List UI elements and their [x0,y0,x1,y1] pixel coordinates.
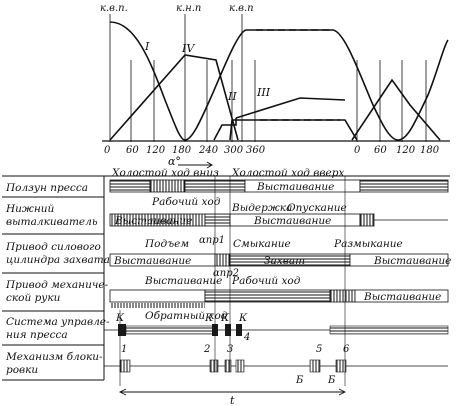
tick-180: 180 [172,145,192,156]
seg-arm-dwell: Выстаивание [144,275,222,287]
tick-0: 0 [104,145,111,156]
seg-arm-alpha2: αпр2 [213,268,239,279]
tick-360: 360 [246,145,266,156]
row-label-arm-1: Привод механиче- [5,279,109,291]
curve-arm [235,97,346,119]
alpha-arrow [178,161,213,169]
row-label-control-1: Система управле- [6,316,110,328]
seg-gripper-alpha1: αпр1 [199,235,225,246]
seg-control-k2: К [204,312,214,324]
row-slider: Холостой ход вниз Рабочий ход Холостой х… [109,167,449,208]
row-labels: Ползун пресса Нижний выталкиватель Приво… [2,175,450,381]
seg-gripper-dwell: Выстаивание [113,255,191,267]
seg-gripper-dwell2: Выстаивание [373,255,451,267]
seg-gripper-close: Смыкание [233,238,291,250]
lock-b2: Б [327,375,336,386]
lock-b1: Б [295,375,304,386]
lock-4: 4 [243,332,250,343]
motion-graph: к.в.п. к.н.п к.в.п [100,3,450,169]
row-label-slider: Ползун пресса [5,182,88,194]
alpha-label: α° [168,155,181,168]
lock-5: 5 [316,344,322,355]
row-lock: 1 2 3 4 5 6 Б Б [104,332,448,386]
seg-arm-dwell2: Выстаивание [363,291,441,303]
row-label-control-2: ния пресса [6,329,68,341]
seg-gripper-grip: Захват [264,255,305,267]
row-ejector: Выстаивание Выдержка Опускание Выстаиван… [109,202,448,227]
row-label-gripper-1: Привод силового [5,241,101,253]
tick-120: 120 [146,145,166,156]
row-label-lock-2: ровки [6,364,38,376]
seg-slider-down: Холостой ход вниз [111,167,219,179]
top-label-kvp1: к.в.п. [100,3,128,14]
lock-1: 1 [121,344,127,355]
row-arm: αпр2 Выстаивание Рабочий ход Обратный хо… [109,268,449,322]
row-label-lock-1: Механизм блоки- [5,351,103,363]
curve-I [109,21,449,141]
seg-ejector-dwell: Выстаивание [114,215,192,227]
seg-ejector-hold: Выдержка [231,202,292,214]
curve-IV [109,54,239,141]
tick-60b: 60 [374,145,387,156]
seg-slider-up: Холостой ход вверх [231,167,344,179]
lock-6: 6 [343,344,350,355]
seg-slider-dwell: Выстаивание [256,181,334,193]
tick-60: 60 [126,145,139,156]
cycle-label: t [230,394,235,406]
tick-120b: 120 [396,145,416,156]
top-label-kvp2: к.в.п [229,3,254,14]
seg-arm-work: Рабочий ход [231,275,301,287]
seg-slider-work: Рабочий ход [151,196,221,208]
curve-label-II: II [227,90,237,103]
row-guides [119,176,346,386]
seg-control-k4: К [238,312,248,324]
seg-arm-return: Обратный ход [145,310,228,322]
seg-ejector-lower: Опускание [287,202,347,214]
vertical-gridlines [109,14,427,142]
curve-IV-tail [351,78,441,141]
axis-tick-labels: 0 60 120 180 240 300 360 0 60 120 180 [104,145,440,156]
curve-III [229,119,358,141]
row-label-ejector-1: Нижний [5,203,55,215]
tick-240: 240 [198,145,219,156]
row-gripper: Подъем αпр1 Смыкание Выстаивание Захват … [109,235,451,267]
lock-2: 2 [203,344,210,355]
tick-300: 300 [224,145,244,156]
seg-gripper-open: Размыкание [333,238,403,250]
row-label-gripper-2: цилиндра захвата [6,254,110,266]
tick-180b: 180 [420,145,440,156]
seg-control-k3: К [220,312,230,324]
seg-gripper-lift: Подъем [144,238,189,250]
seg-ejector-dwell2: Выстаивание [253,215,331,227]
curve-label-IV: IV [181,42,195,55]
curve-label-III: III [256,86,271,99]
curve-II [213,118,237,141]
row-label-arm-2: ской руки [6,292,61,304]
tick-0b: 0 [354,145,361,156]
cycle-dimension: t [118,388,347,406]
curve-label-I: I [144,40,150,53]
row-label-ejector-2: выталкиватель [6,216,98,228]
top-label-knp: к.н.п [176,3,201,14]
